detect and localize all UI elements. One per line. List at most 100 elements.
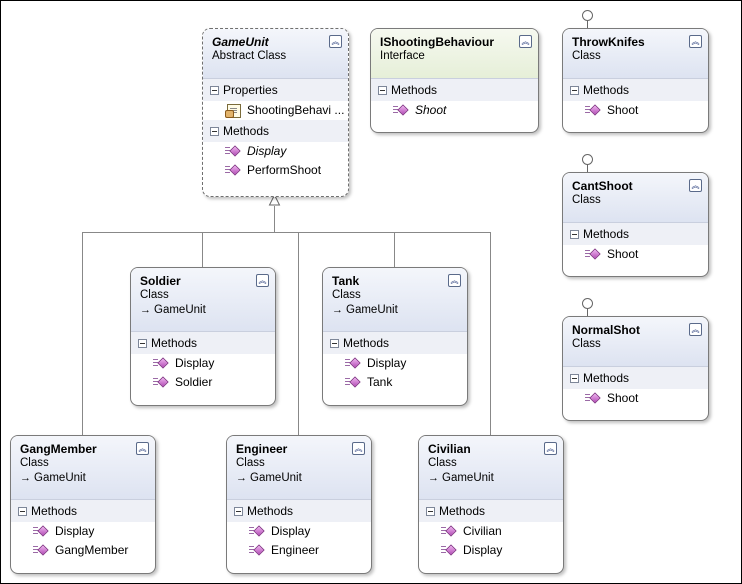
method-icon [153, 357, 169, 369]
property-icon [225, 104, 241, 119]
class-engineer[interactable]: Engineer Class →GameUnit ︽ Methods Displ… [226, 435, 372, 574]
method-item[interactable]: Shoot [563, 101, 708, 120]
class-soldier[interactable]: Soldier Class →GameUnit ︽ Methods Displa… [130, 267, 276, 406]
class-header: CantShoot Class ︽ [563, 173, 708, 223]
method-item[interactable]: Shoot [371, 101, 538, 120]
class-header: IShootingBehaviour Interface ︽ [371, 29, 538, 79]
class-header: GameUnit Abstract Class ︽ [203, 29, 348, 79]
method-icon [225, 164, 241, 176]
minus-toggle-icon[interactable] [138, 339, 147, 349]
method-item[interactable]: Soldier [131, 373, 275, 392]
class-kind: Class [428, 457, 457, 469]
class-header: Civilian Class →GameUnit ︽ [419, 436, 563, 500]
generalization-arrowhead [268, 193, 281, 206]
method-item[interactable]: Tank [323, 373, 467, 392]
lollipop-stem [587, 308, 588, 316]
class-tank[interactable]: Tank Class →GameUnit ︽ Methods Display T… [322, 267, 468, 406]
minus-toggle-icon[interactable] [426, 507, 435, 517]
minus-toggle-icon[interactable] [18, 507, 27, 517]
collapse-chevron-icon[interactable]: ︽ [689, 179, 702, 192]
minus-toggle-icon[interactable] [210, 127, 219, 137]
class-title: Civilian [428, 442, 471, 456]
property-item[interactable]: ShootingBehavi ... [203, 101, 348, 120]
class-gangmember[interactable]: GangMember Class →GameUnit ︽ Methods Dis… [10, 435, 156, 574]
collapse-chevron-icon[interactable]: ︽ [448, 274, 461, 287]
minus-toggle-icon[interactable] [570, 374, 579, 384]
methods-section[interactable]: Methods [563, 367, 708, 389]
minus-toggle-icon[interactable] [234, 507, 243, 517]
class-header: GangMember Class →GameUnit ︽ [11, 436, 155, 500]
collapse-chevron-icon[interactable]: ︽ [352, 442, 365, 455]
methods-section[interactable]: Methods [563, 223, 708, 245]
method-icon [345, 357, 361, 369]
collapse-chevron-icon[interactable]: ︽ [329, 35, 342, 48]
base-class-label: →GameUnit [140, 304, 206, 316]
class-throwknifes[interactable]: ThrowKnifes Class ︽ Methods Shoot [562, 28, 709, 133]
method-item[interactable]: Display [227, 522, 371, 541]
methods-section[interactable]: Methods [227, 500, 371, 522]
inherits-arrow-icon: → [140, 304, 151, 316]
method-item[interactable]: Display [11, 522, 155, 541]
collapse-chevron-icon[interactable]: ︽ [519, 35, 532, 48]
collapse-chevron-icon[interactable]: ︽ [544, 442, 557, 455]
methods-section[interactable]: Methods [563, 79, 708, 101]
inherits-arrow-icon: → [20, 472, 31, 484]
minus-toggle-icon[interactable] [570, 230, 579, 240]
method-item[interactable]: PerformShoot [203, 161, 348, 180]
methods-section[interactable]: Methods [131, 332, 275, 354]
collapse-chevron-icon[interactable]: ︽ [689, 35, 702, 48]
class-civilian[interactable]: Civilian Class →GameUnit ︽ Methods Civil… [418, 435, 564, 574]
minus-toggle-icon[interactable] [378, 86, 387, 96]
methods-section[interactable]: Methods [419, 500, 563, 522]
class-kind: Class [236, 457, 265, 469]
class-kind: Class [332, 289, 361, 301]
method-item[interactable]: GangMember [11, 541, 155, 560]
method-icon [585, 104, 601, 116]
class-title: Soldier [140, 274, 181, 288]
method-icon [225, 145, 241, 157]
inherits-arrow-icon: → [332, 304, 343, 316]
class-kind: Class [572, 194, 601, 206]
methods-section[interactable]: Methods [11, 500, 155, 522]
section-label: Methods [583, 371, 630, 385]
minus-toggle-icon[interactable] [210, 86, 219, 96]
method-icon [441, 525, 457, 537]
method-icon [153, 376, 169, 388]
properties-section[interactable]: Properties [203, 79, 348, 101]
collapse-chevron-icon[interactable]: ︽ [689, 323, 702, 336]
methods-section[interactable]: Methods [371, 79, 538, 101]
interface-ishootingbehaviour[interactable]: IShootingBehaviour Interface ︽ Methods S… [370, 28, 539, 133]
class-kind: Abstract Class [212, 50, 287, 62]
base-class-label: →GameUnit [236, 472, 302, 484]
base-class-label: →GameUnit [20, 472, 86, 484]
class-title: CantShoot [572, 179, 633, 193]
minus-toggle-icon[interactable] [330, 339, 339, 349]
method-item[interactable]: Display [203, 142, 348, 161]
class-cantshoot[interactable]: CantShoot Class ︽ Methods Shoot [562, 172, 709, 277]
minus-toggle-icon[interactable] [570, 86, 579, 96]
class-gameunit[interactable]: GameUnit Abstract Class ︽ Properties Sho… [202, 28, 349, 197]
collapse-chevron-icon[interactable]: ︽ [256, 274, 269, 287]
method-item[interactable]: Shoot [563, 245, 708, 264]
method-icon [585, 392, 601, 404]
class-normalshot[interactable]: NormalShot Class ︽ Methods Shoot [562, 316, 709, 421]
class-kind: Class [572, 50, 601, 62]
collapse-chevron-icon[interactable]: ︽ [136, 442, 149, 455]
class-kind: Class [20, 457, 49, 469]
inherits-arrow-icon: → [428, 472, 439, 484]
method-icon [33, 525, 49, 537]
method-item[interactable]: Display [131, 354, 275, 373]
methods-section[interactable]: Methods [323, 332, 467, 354]
class-title: NormalShot [572, 323, 641, 337]
method-item[interactable]: Shoot [563, 389, 708, 408]
method-icon [345, 376, 361, 388]
method-icon [249, 544, 265, 556]
section-label: Methods [31, 504, 78, 518]
method-item[interactable]: Engineer [227, 541, 371, 560]
method-item[interactable]: Civilian [419, 522, 563, 541]
method-item[interactable]: Display [323, 354, 467, 373]
method-icon [33, 544, 49, 556]
method-item[interactable]: Display [419, 541, 563, 560]
section-label: Methods [583, 227, 630, 241]
methods-section[interactable]: Methods [203, 120, 348, 142]
